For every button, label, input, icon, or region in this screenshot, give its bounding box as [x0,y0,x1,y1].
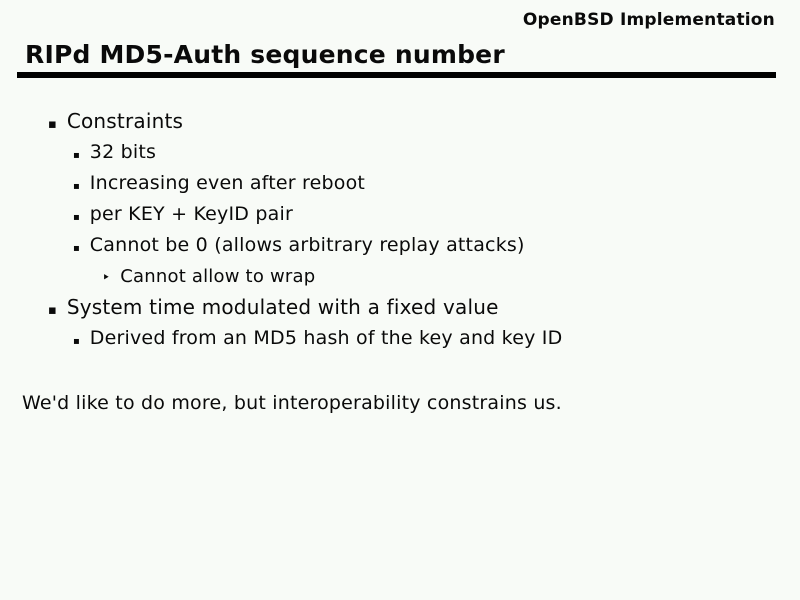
bullet-icon: ▪ [48,303,57,318]
bullet-text: Derived from an MD5 hash of the key and … [89,327,563,349]
bullet-text: 32 bits [89,141,157,163]
footer-note: We'd like to do more, but interoperabili… [22,392,562,414]
bullet-icon: ▪ [73,150,80,161]
bullet-text: Cannot allow to wrap [120,266,316,287]
bullet-item: ▪ Derived from an MD5 hash of the key and… [0,323,800,354]
bullet-item: ▪ Constraints [0,106,800,137]
bullet-item: ▪ Cannot be 0 (allows arbitrary replay at… [0,230,800,261]
bullet-icon: ▪ [73,243,80,254]
title-divider [17,72,776,78]
bullet-text: System time modulated with a fixed value [66,295,499,319]
bullet-text: Constraints [66,109,184,133]
bullet-text: Cannot be 0 (allows arbitrary replay att… [89,234,525,256]
bullet-item: ▪ System time modulated with a fixed valu… [0,292,800,323]
bullet-item: ▪ per KEY + KeyID pair [0,199,800,230]
bullet-list: ▪ Constraints ▪ 32 bits ▪ Increasing even aft… [0,106,800,354]
bullet-icon: ▪ [73,212,80,223]
bullet-item: ‣ Cannot allow to wrap [0,261,800,292]
bullet-item: ▪ Increasing even after reboot [0,168,800,199]
bullet-icon: ▪ [73,181,80,192]
bullet-icon: ▪ [48,117,57,132]
bullet-item: ▪ 32 bits [0,137,800,168]
page-title: RIPd MD5-Auth sequence number [25,40,505,69]
bullet-text: per KEY + KeyID pair [89,203,293,225]
bullet-icon: ▪ [73,336,80,347]
slide-header: OpenBSD Implementation [522,10,775,30]
bullet-text: Increasing even after reboot [89,172,366,194]
bullet-icon: ‣ [102,270,111,286]
